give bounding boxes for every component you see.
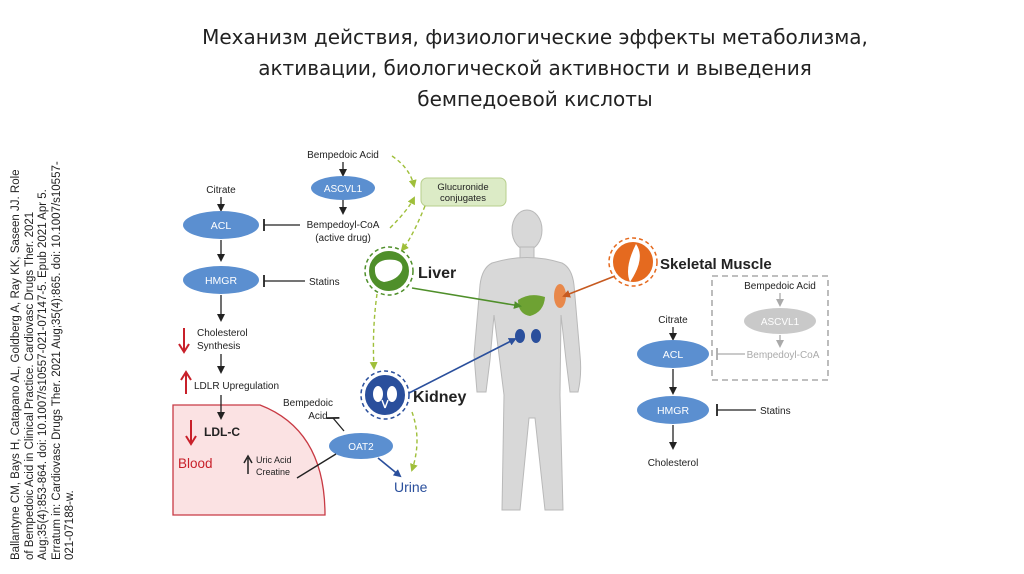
connector-muscle (562, 275, 616, 298)
muscle-statins-label: Statins (760, 406, 791, 417)
hmgr-label: HMGR (205, 275, 237, 287)
oat2-to-uric-line (296, 453, 337, 479)
bempedoyl-coa-label: Bempedoyl-CoA (307, 220, 380, 231)
up-arrow-icon (180, 370, 192, 394)
muscle-citrate-label: Citrate (658, 315, 688, 326)
oat2-transporter (329, 433, 393, 459)
arrow-oat2-to-urine (377, 457, 402, 478)
muscle-acl-label: ACL (663, 349, 684, 361)
muscle-acl-enzyme (637, 340, 709, 368)
uric-acid-label: Uric Acid (256, 455, 292, 465)
glucuronide-label-1: Glucuronide (437, 182, 488, 193)
creatine-label: Creatine (256, 467, 290, 477)
kidney-acid-label: Acid (308, 411, 327, 422)
skeletal-muscle-icon (608, 237, 658, 287)
dashed-arrow-kidney-to-urine (410, 411, 418, 472)
active-drug-label: (active drug) (315, 233, 371, 244)
inhibit-acid-oat2 (332, 417, 345, 432)
statins-label: Statins (309, 277, 340, 288)
body-muscle-shape (554, 284, 566, 308)
body-kidneys-shape (515, 329, 541, 343)
down-arrow-icon (178, 328, 190, 354)
body-liver-shape (518, 295, 545, 316)
skeletal-muscle-label: Skeletal Muscle (660, 256, 772, 273)
blood-label: Blood (178, 456, 213, 471)
dashed-arrow-liver-to-kidney (369, 293, 378, 370)
hmgr-enzyme (183, 266, 259, 294)
oat2-label: OAT2 (348, 442, 374, 453)
muscle-cholesterol-label: Cholesterol (648, 458, 699, 469)
muscle-hmgr-label: HMGR (657, 405, 689, 417)
ldlr-upregulation-label: LDLR Upregulation (194, 381, 279, 392)
inhibit-bar-oat2 (326, 416, 340, 420)
cholesterol-label: Cholesterol (197, 328, 248, 339)
dashed-arrow-to-glucuronide-2 (389, 196, 415, 229)
acl-label: ACL (211, 220, 232, 232)
kidney-bempedoic-label: Bempedoic (283, 398, 333, 409)
muscle-bempedoic-acid-label: Bempedoic Acid (744, 281, 816, 292)
title-line-1: Механизм действия, физиологические эффек… (202, 25, 868, 49)
ascvl1-label: ASCVL1 (324, 184, 363, 195)
glucuronide-label-2: conjugates (440, 193, 486, 204)
acl-enzyme (183, 211, 259, 239)
muscle-bempedoyl-coa-label: Bempedoyl-CoA (747, 350, 820, 361)
slide-title: Механизм действия, физиологические эффек… (150, 22, 920, 115)
synthesis-label: Synthesis (197, 341, 240, 352)
uric-up-arrow-icon (243, 454, 253, 474)
liver-icon (364, 246, 414, 296)
glucuronide-box (420, 177, 507, 207)
connector-kidney (408, 338, 517, 394)
title-line-2: активации, биологической активности и вы… (258, 56, 812, 80)
connector-liver (411, 287, 522, 309)
citrate-label: Citrate (206, 185, 236, 196)
muscle-ascvl1-enzyme (744, 308, 816, 334)
ldlc-down-arrow-icon (185, 420, 197, 446)
blood-region (172, 404, 326, 516)
kidney-icon (360, 370, 410, 420)
human-body-figure (473, 209, 582, 511)
kidney-label: Kidney (413, 389, 466, 406)
bempedoic-acid-label: Bempedoic Acid (307, 150, 379, 161)
dashed-arrow-glucuronide-to-liver (400, 205, 426, 252)
liver-label: Liver (418, 265, 456, 282)
muscle-hmgr-enzyme (637, 396, 709, 424)
dashed-arrow-to-glucuronide-1 (391, 155, 417, 188)
urine-label: Urine (394, 479, 428, 495)
ldl-c-label: LDL-C (204, 425, 240, 439)
ascvl1-enzyme (311, 176, 375, 200)
title-line-3: бемпедоевой кислоты (417, 87, 653, 111)
muscle-ascvl1-label: ASCVL1 (761, 317, 800, 328)
